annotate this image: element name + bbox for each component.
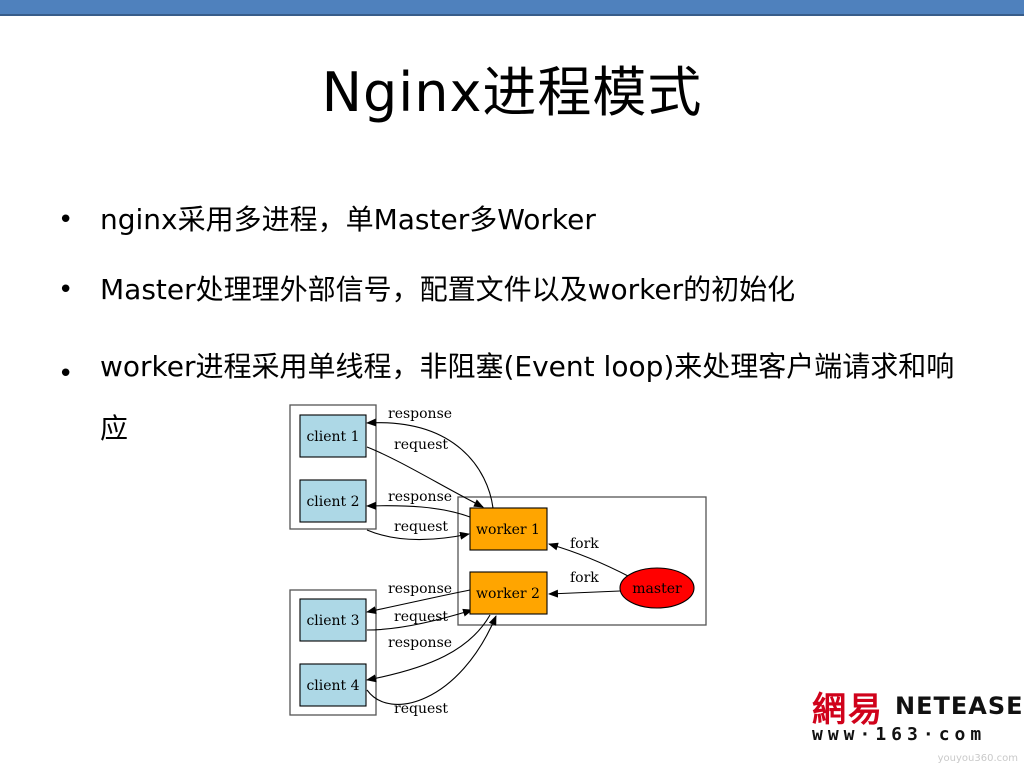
- bullet-item: • worker进程采用单线程，非阻塞(Event loop)来处理客户端请求和…: [58, 336, 960, 460]
- bullet-text: Master处理理外部信号，配置文件以及worker的初始化: [100, 273, 796, 306]
- worker-node-label: worker 1: [476, 522, 540, 538]
- worker-node-1: [469, 507, 548, 551]
- bullet-item: • Master处理理外部信号，配置文件以及worker的初始化: [58, 266, 958, 314]
- master-node: [619, 567, 695, 609]
- worker-node-2: [469, 571, 548, 615]
- edge-response-client3: [366, 589, 471, 615]
- client-node-label: client 1: [306, 429, 359, 445]
- client-node-4: [299, 663, 367, 707]
- label-request: request: [394, 701, 448, 717]
- logo-url: www·163·com: [812, 724, 987, 745]
- bullet-text: nginx采用多进程，单Master多Worker: [100, 203, 596, 236]
- edge-response-client2: [366, 501, 471, 518]
- bullet-dot-icon: •: [58, 275, 74, 305]
- edge-request-client2: [366, 529, 470, 540]
- edge-request-client4: [366, 615, 497, 705]
- label-request: request: [394, 519, 448, 535]
- label-response: response: [388, 406, 452, 422]
- bullet-item: • nginx采用多进程，单Master多Worker: [58, 196, 958, 244]
- edge-fork-worker2: [548, 589, 621, 598]
- netease-logo: 網易 NETEASE www·163·com: [812, 678, 1023, 748]
- logo-chinese: 網易: [812, 690, 884, 730]
- edge-fork-worker1: [548, 542, 631, 578]
- edge-request-client3: [366, 608, 473, 631]
- bullet-dot-icon: •: [58, 205, 74, 235]
- label-fork: fork: [570, 570, 599, 586]
- top-accent-bar: [0, 0, 1024, 16]
- label-request: request: [394, 609, 448, 625]
- edge-response-client1: [366, 418, 494, 509]
- worker-node-label: worker 2: [476, 586, 540, 602]
- label-request: request: [394, 437, 448, 453]
- edge-request-client1: [366, 446, 484, 508]
- label-response: response: [388, 581, 452, 597]
- client-node-label: client 2: [306, 494, 359, 510]
- label-response: response: [388, 635, 452, 651]
- label-fork: fork: [570, 536, 599, 552]
- master-node-label: master: [632, 581, 682, 597]
- edge-response-client4: [366, 614, 491, 683]
- client-node-label: client 4: [306, 678, 359, 694]
- logo-english: NETEASE: [895, 692, 1024, 720]
- watermark: youyou360.com: [937, 753, 1018, 764]
- bullet-dot-icon: •: [58, 359, 74, 389]
- client-node-label: client 3: [306, 613, 359, 629]
- client-node-2: [299, 479, 367, 523]
- slide-title: Nginx进程模式: [321, 61, 703, 124]
- bullet-list: • nginx采用多进程，单Master多Worker • Master处理理外…: [58, 196, 958, 482]
- bullet-text: worker进程采用单线程，非阻塞(Event loop)来处理客户端请求和响应: [100, 350, 955, 445]
- client-node-3: [299, 598, 367, 642]
- client-node-1: [299, 414, 367, 458]
- label-response: response: [388, 489, 452, 505]
